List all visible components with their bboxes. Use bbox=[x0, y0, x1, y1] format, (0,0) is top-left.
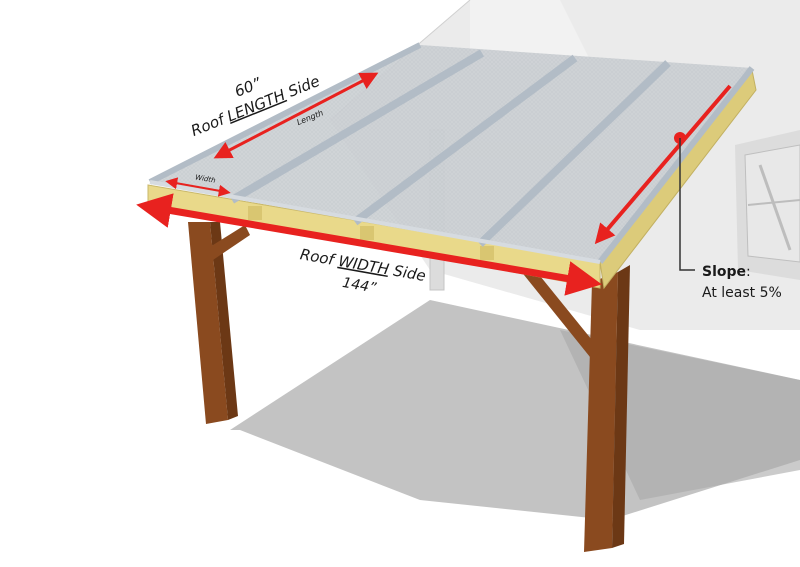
slope-title: Slope: bbox=[702, 264, 751, 280]
width-measure: 144” bbox=[341, 275, 378, 297]
panel-width-arrow bbox=[165, 177, 231, 197]
slope-leader bbox=[679, 138, 695, 271]
left-post bbox=[188, 222, 250, 424]
width-suffix: Side bbox=[387, 261, 427, 285]
slope-colon: : bbox=[746, 264, 751, 280]
slope-label: Slope: At least 5% bbox=[702, 264, 782, 301]
slope-value: At least 5% bbox=[702, 285, 782, 301]
panel-width-label: Width bbox=[195, 173, 217, 184]
panel-width-text: Width bbox=[195, 173, 217, 184]
length-prefix: Roof bbox=[188, 109, 231, 140]
width-prefix: Roof bbox=[299, 245, 340, 269]
ground-shadow bbox=[230, 300, 800, 520]
width-arrow bbox=[136, 193, 602, 296]
slope-title-word: Slope bbox=[702, 264, 746, 280]
house-window bbox=[735, 130, 800, 280]
length-arrow bbox=[213, 72, 379, 159]
